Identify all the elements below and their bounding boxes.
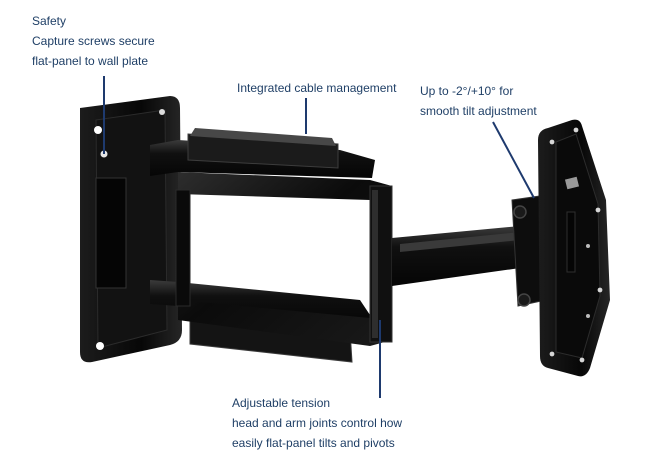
vesa-hole-icon: [595, 207, 601, 213]
screw-hole-icon: [159, 109, 165, 115]
callout-tension-text-2: easily flat-panel tilts and pivots: [232, 436, 395, 450]
outer-arm-frame: [175, 172, 393, 346]
leader-lines: [103, 76, 535, 398]
cable-channel-highlight: [190, 128, 336, 146]
arm-highlight: [400, 232, 520, 252]
tilt-knob-icon: [513, 205, 527, 219]
tilt-head: [511, 195, 547, 307]
callout-tension: Adjustable tension head and arm joints c…: [232, 393, 402, 453]
callout-safety: Safety Capture screws secure flat-panel …: [32, 11, 155, 71]
leader-line-tilt: [492, 121, 535, 199]
callout-tilt: Up to -2°/+10° for smooth tilt adjustmen…: [420, 81, 537, 121]
vesa-hole-icon: [573, 127, 579, 133]
screw-hole-icon: [94, 126, 102, 134]
callout-safety-text-2: flat-panel to wall plate: [32, 54, 149, 68]
vesa-hole-icon: [586, 314, 590, 318]
callout-tilt-text: Up to -2°/+10° for: [420, 84, 514, 98]
callout-tension-title: Adjustable tension: [232, 396, 331, 410]
vesa-hole-icon: [586, 244, 590, 248]
vesa-plate: [538, 119, 610, 377]
vesa-hole-icon: [579, 357, 585, 363]
screw-hole-icon: [96, 342, 104, 350]
callout-tension-text: head and arm joints control how: [232, 416, 403, 430]
vesa-hole-icon: [549, 351, 555, 357]
callout-cable-management: Integrated cable management: [237, 78, 396, 98]
tilt-knob-icon: [517, 293, 531, 307]
vesa-hole-icon: [597, 287, 603, 293]
callout-tilt-text-2: smooth tilt adjustment: [420, 104, 537, 118]
vesa-hole-icon: [549, 139, 555, 145]
callout-safety-title: Safety: [32, 14, 67, 28]
callout-cable-text: Integrated cable management: [237, 81, 397, 95]
callout-safety-text: Capture screws secure: [32, 34, 155, 48]
wall-plate: [80, 96, 182, 363]
